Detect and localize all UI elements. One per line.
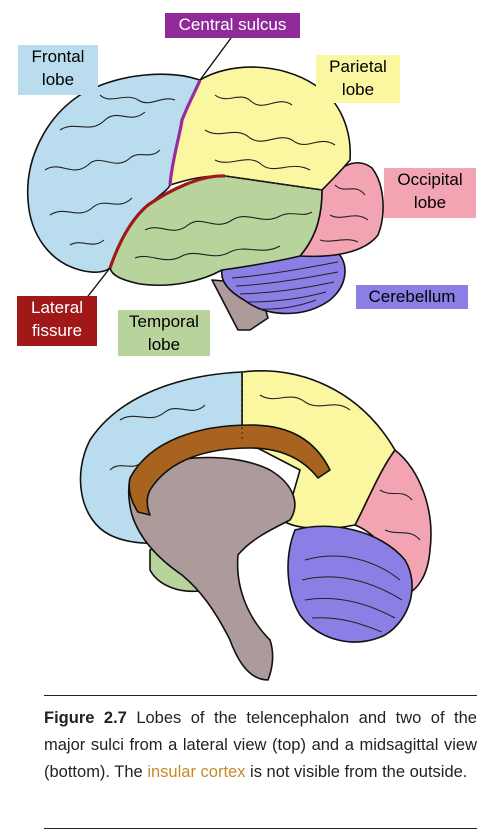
- lateral-gyri: [44, 94, 369, 261]
- lateral-view: [26, 37, 384, 331]
- label-lateral-line1: Lateral: [31, 298, 83, 317]
- lateral-fissure-leader: [84, 267, 111, 301]
- mid-gyri: [109, 394, 421, 541]
- mid-cerebellum-folia: [301, 555, 403, 633]
- label-parietal-lobe: Parietal lobe: [316, 55, 400, 103]
- midsagittal-view: [79, 370, 432, 681]
- label-cerebellum-text: Cerebellum: [368, 287, 456, 306]
- label-central-sulcus: Central sulcus: [165, 13, 300, 38]
- label-frontal-line2: lobe: [41, 70, 75, 89]
- caption-top-rule: [44, 695, 477, 696]
- label-cerebellum: Cerebellum: [356, 285, 468, 309]
- label-temporal-lobe: Temporal lobe: [118, 310, 210, 356]
- label-lateral-line2: fissure: [31, 321, 83, 340]
- lateral-fissure-line: [108, 174, 226, 269]
- caption-bottom-rule: [44, 828, 477, 829]
- caption-figure-number: Figure 2.7: [44, 709, 127, 727]
- label-occipital-line1: Occipital: [397, 170, 463, 189]
- central-sulcus-line: [168, 79, 202, 186]
- label-occipital-line2: lobe: [413, 193, 447, 212]
- label-frontal-line1: Frontal: [31, 47, 85, 66]
- label-central-sulcus-text: Central sulcus: [178, 15, 287, 34]
- caption-text-after: is not visible from the outside.: [245, 763, 468, 781]
- brain-lobes-figure: Central sulcus Frontal lobe Parietal lob…: [17, 13, 476, 681]
- mid-corpus-callosum: [128, 424, 331, 516]
- caption-insular-cortex-link[interactable]: insular cortex: [147, 763, 246, 781]
- central-sulcus-leader: [199, 37, 232, 81]
- label-occipital-lobe: Occipital lobe: [384, 168, 476, 218]
- parietal-temporal-boundary: [224, 175, 323, 191]
- label-temporal-line1: Temporal: [129, 312, 199, 331]
- mid-brainstem: [127, 456, 296, 681]
- label-parietal-line1: Parietal: [329, 57, 387, 76]
- brain-illustration: [26, 37, 432, 681]
- label-frontal-lobe: Frontal lobe: [18, 45, 98, 95]
- mid-cerebellum: [287, 525, 413, 643]
- cerebellum-folia: [231, 261, 339, 310]
- label-temporal-line2: lobe: [147, 335, 181, 354]
- figure-caption: Figure 2.7 Lobes of the telencephalon an…: [44, 705, 477, 786]
- caption-text-before: Lobes of the telencephalon and two of th…: [44, 709, 477, 781]
- label-parietal-line2: lobe: [341, 80, 375, 99]
- label-lateral-fissure: Lateral fissure: [17, 296, 97, 346]
